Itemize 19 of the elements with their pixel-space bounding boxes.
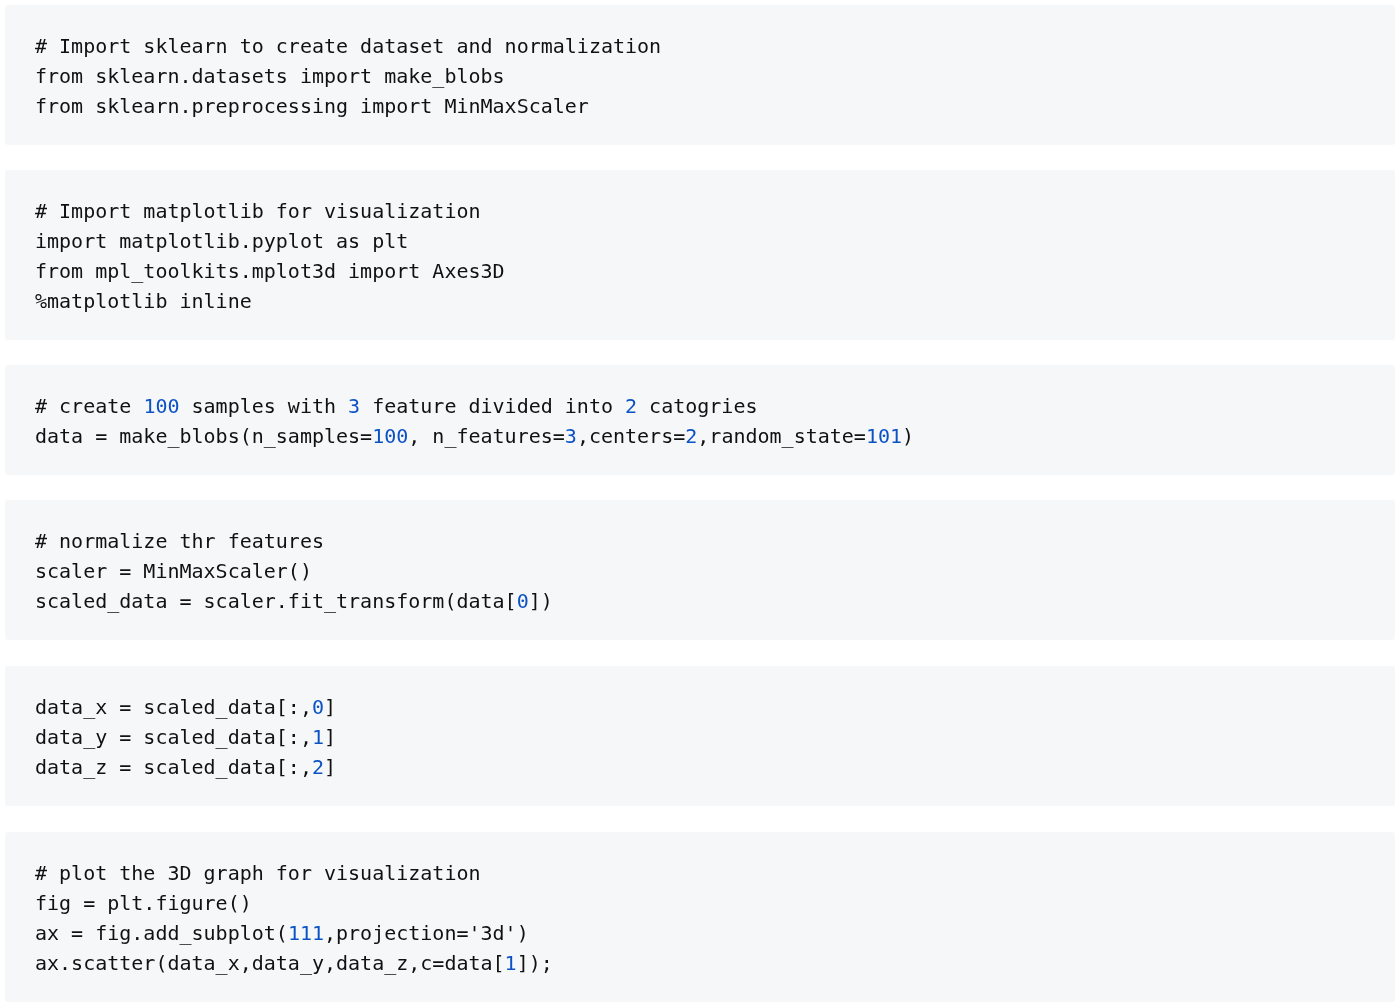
code-line: # normalize thr features [35, 528, 324, 555]
code-line: scaled_data = scaler.fit_transform(data[0]) [35, 588, 553, 615]
code-line: from sklearn.preprocessing import MinMaxScaler [35, 93, 589, 120]
code-line: # Import sklearn to create dataset and normalization [35, 33, 662, 60]
code-line: from mpl_toolkits.mplot3d import Axes3D [35, 258, 505, 285]
code-line: data = make_blobs(n_samples=100, n_features=3,centers=2,random_state=101) [35, 423, 915, 450]
code-line: data_y = scaled_data[:,1] [35, 724, 337, 751]
code-line: # plot the 3D graph for visualization [35, 860, 481, 887]
code-line: fig = plt.figure() [35, 890, 252, 917]
code-line: data_x = scaled_data[:,0] [35, 694, 337, 721]
code-line: scaler = MinMaxScaler() [35, 558, 312, 585]
code-line: ax = fig.add_subplot(111,projection='3d') [35, 920, 529, 947]
code-line: data_z = scaled_data[:,2] [35, 754, 337, 781]
code-line: %matplotlib inline [35, 288, 252, 315]
code-line: # Import matplotlib for visualization [35, 198, 481, 225]
code-line: # create 100 samples with 3 feature divided into 2 catogries [35, 393, 758, 420]
code-line: import matplotlib.pyplot as plt [35, 228, 409, 255]
code-line: ax.scatter(data_x,data_y,data_z,c=data[1]); [35, 950, 553, 977]
code-line: from sklearn.datasets import make_blobs [35, 63, 505, 90]
